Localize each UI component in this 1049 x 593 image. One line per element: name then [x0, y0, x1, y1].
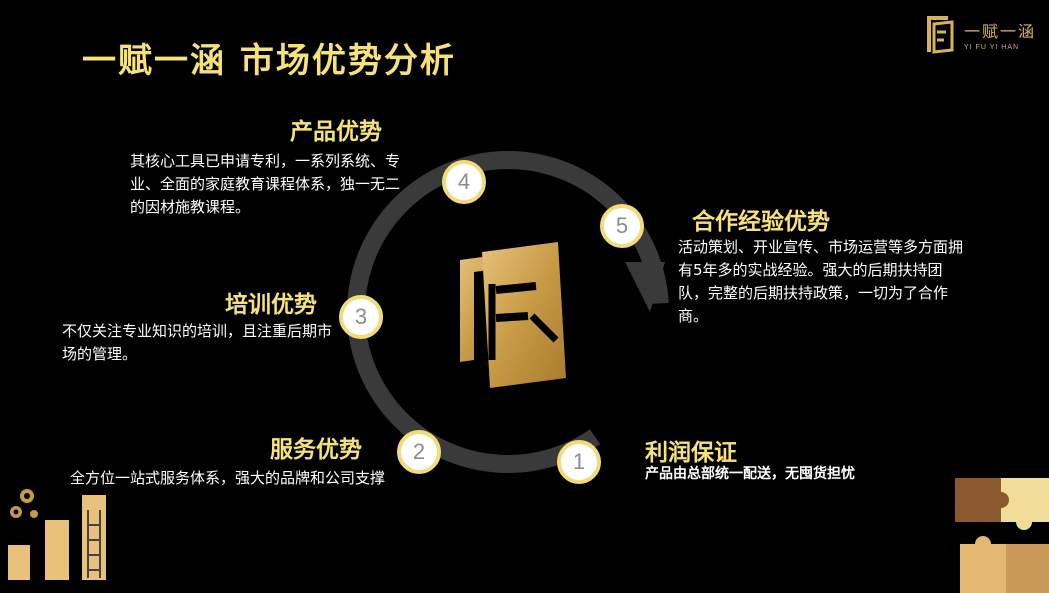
desc-profit-guarantee: 产品由总部统一配送，无囤货担忧	[645, 466, 855, 482]
step-number: 4	[457, 169, 471, 194]
brand-logo-icon	[927, 16, 954, 54]
brand-pinyin: YI FU YI HAN	[964, 44, 1020, 51]
desc-service-advantage: 全方位一站式服务体系，强大的品牌和公司支撑	[70, 469, 386, 487]
step-number: 1	[572, 449, 586, 474]
page-title: 一赋一涵 市场优势分析	[82, 41, 456, 81]
heading-product-advantage: 产品优势	[290, 119, 382, 145]
heading-service-advantage: 服务优势	[270, 437, 362, 463]
step-node-1: 1	[557, 440, 601, 484]
brand-name: 一赋一涵	[964, 22, 1037, 41]
brand-logo: 一赋一涵 YI FU YI HAN	[924, 14, 1034, 58]
step-node-2: 2	[397, 430, 441, 474]
heading-training-advantage: 培训优势	[225, 292, 317, 318]
brand-emblem-icon	[460, 242, 566, 388]
heading-profit-guarantee: 利润保证	[645, 440, 737, 466]
desc-cooperation-advantage: 活动策划、开业宣传、市场运营等多方面拥有5年多的实战经验。强大的后期扶持团队，完…	[678, 238, 964, 325]
step-node-3: 3	[339, 295, 383, 339]
step-number: 2	[412, 439, 426, 464]
step-node-5: 5	[600, 204, 644, 248]
step-number: 5	[615, 213, 629, 238]
step-node-4: 4	[442, 160, 486, 204]
desc-product-advantage: 其核心工具已申请专利，一系列系统、专业、全面的家庭教育课程体系，独一无二的因材施…	[130, 152, 401, 216]
ring-arrowhead-icon	[625, 262, 665, 312]
step-number: 3	[354, 304, 368, 329]
heading-cooperation-advantage: 合作经验优势	[692, 209, 830, 235]
desc-training-advantage: 不仅关注专业知识的培训，且注重后期市场的管理。	[62, 322, 333, 363]
